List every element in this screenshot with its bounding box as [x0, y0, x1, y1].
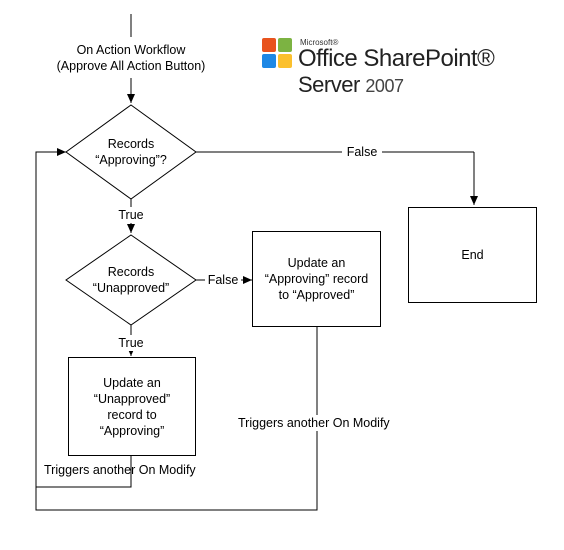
trigger-label-left: Triggers another On Modify	[44, 463, 196, 477]
logo-office-sharepoint: Office SharePoint®	[298, 45, 495, 72]
start-label: On Action Workflow (Approve All Action B…	[45, 42, 217, 74]
logo-server-line: Server 2007	[298, 72, 404, 98]
decision2-line1: Records	[107, 265, 155, 279]
logo-year: 2007	[365, 76, 404, 96]
decision2-text: Records “Unapproved”	[88, 264, 174, 296]
start-label-line1: On Action Workflow	[76, 43, 186, 57]
box1-line2: “Unapproved”	[93, 391, 171, 406]
logo-server: Server	[298, 72, 360, 97]
box1-line4: “Approving”	[99, 423, 165, 438]
decision1-line1: Records	[107, 137, 155, 151]
edge-label-d2-true: True	[111, 335, 151, 351]
process-update-unapproved: Update an “Unapproved” record to “Approv…	[68, 357, 196, 456]
trigger-label-right: Triggers another On Modify	[238, 415, 414, 431]
decision1-text: Records “Approving”?	[91, 136, 171, 168]
logo-square-green	[278, 38, 292, 52]
decision1-line2: “Approving”?	[95, 153, 167, 167]
logo-square-orange	[262, 38, 276, 52]
box2-line1: Update an	[287, 256, 346, 270]
box1-line3: record to	[107, 407, 157, 422]
start-label-line2: (Approve All Action Button)	[56, 59, 206, 73]
edge-label-d1-true: True	[111, 207, 151, 223]
end-label: End	[461, 248, 484, 262]
edge-label-d1-false: False	[342, 144, 382, 160]
box1-line1: Update an	[103, 375, 161, 390]
box2-line3: to “Approved”	[278, 288, 355, 302]
terminal-end: End	[408, 207, 537, 303]
edge-label-d2-false: False	[205, 272, 241, 288]
logo-microsoft: Microsoft®	[300, 38, 339, 47]
logo-square-blue	[262, 54, 276, 68]
process-update-approving: Update an “Approving” record to “Approve…	[252, 231, 381, 327]
box2-line2: “Approving” record	[264, 272, 369, 286]
office-sharepoint-logo: Microsoft® Office SharePoint® Server 200…	[260, 34, 495, 100]
logo-square-yellow	[278, 54, 292, 68]
decision2-line2: “Unapproved”	[92, 281, 170, 295]
